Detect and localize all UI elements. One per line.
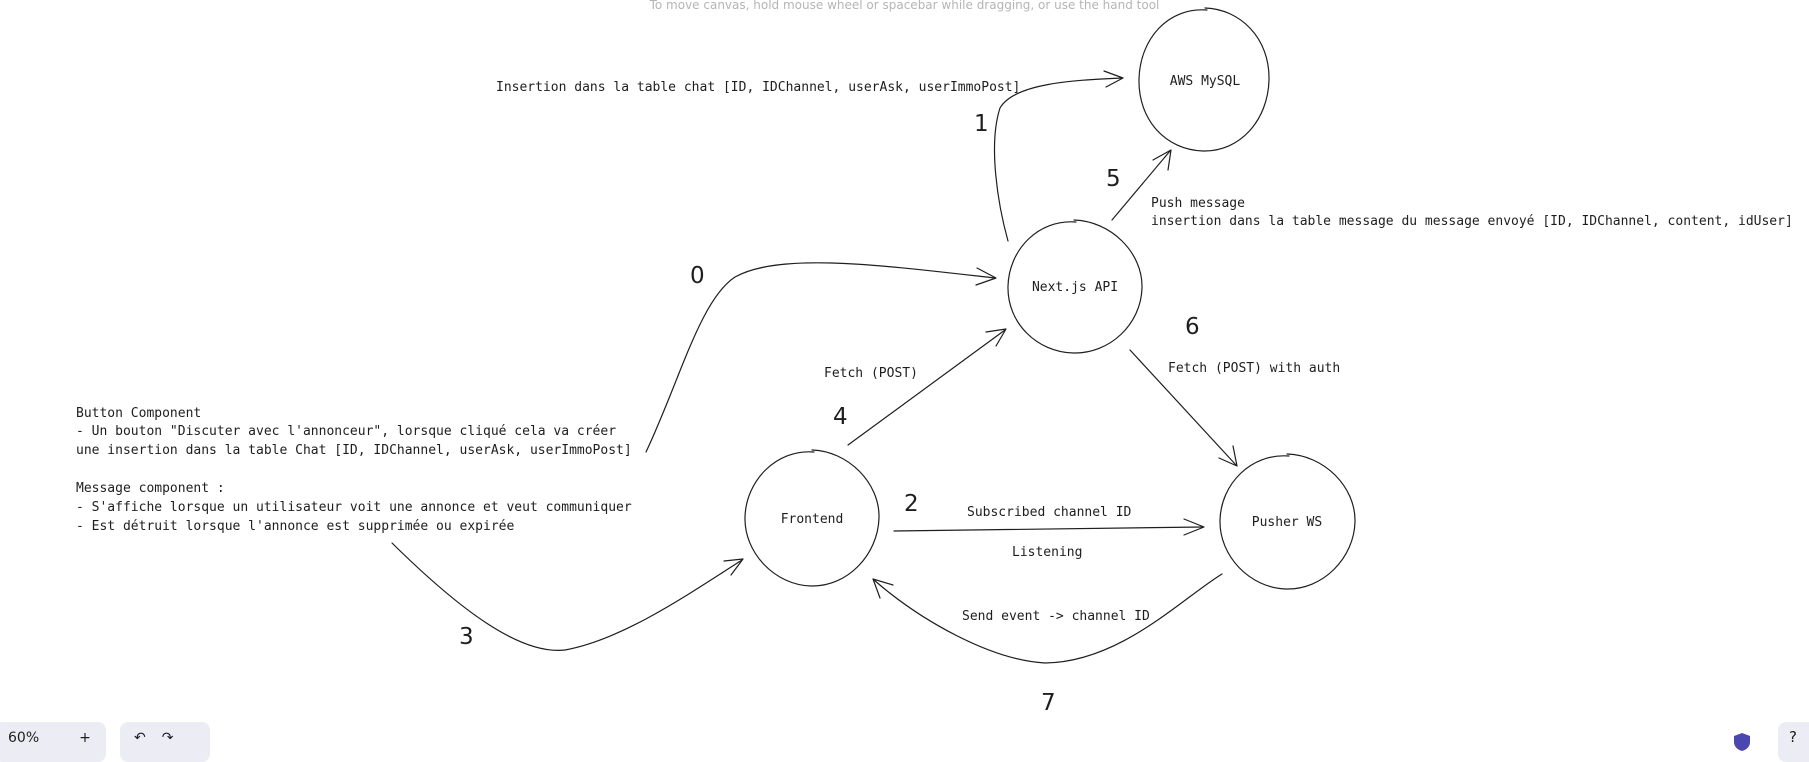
label-fetch-post: Fetch (POST)	[824, 366, 918, 381]
node-frontend-circle	[744, 449, 880, 587]
label-push-message: Push message	[1151, 196, 1245, 211]
diagram-canvas[interactable]: AWS MySQL Next.js API Frontend Pusher WS	[0, 0, 1809, 744]
note-line: - Un bouton "Discuter avec l'annonceur",…	[76, 424, 616, 439]
step-number: 2	[904, 491, 919, 517]
label-listening: Listening	[1012, 545, 1082, 560]
help-button[interactable]: ?	[1778, 722, 1809, 762]
arrow-2[interactable]	[893, 518, 1205, 536]
zoom-toolbar: 60% +	[0, 722, 106, 762]
step-number: 0	[690, 263, 705, 289]
arrow-7[interactable]	[872, 573, 1223, 664]
arrow-5[interactable]	[1111, 149, 1172, 221]
canvas-hint: To move canvas, hold mouse wheel or spac…	[649, 0, 1160, 12]
node-pusher-circle	[1219, 453, 1356, 590]
node-aws-circle	[1138, 7, 1270, 152]
step-number: 7	[1041, 690, 1056, 716]
undo-button[interactable]: ↶	[134, 730, 146, 746]
arrow-4[interactable]	[847, 328, 1007, 446]
label-send-event: Send event -> channel ID	[962, 609, 1150, 624]
node-next-circle	[1007, 219, 1143, 354]
label-insert-message: insertion dans la table message du messa…	[1151, 214, 1793, 229]
node-next-label: Next.js API	[1032, 280, 1118, 295]
step-number: 6	[1185, 314, 1200, 340]
arrow-0[interactable]	[645, 262, 997, 453]
note-line: - Est détruit lorsque l'annonce est supp…	[76, 519, 514, 534]
label-subscribed: Subscribed channel ID	[967, 505, 1132, 520]
shield-icon[interactable]	[1733, 732, 1751, 752]
node-frontend[interactable]: Frontend	[744, 449, 880, 587]
arrow-3[interactable]	[391, 542, 744, 651]
step-number: 3	[459, 624, 474, 650]
label-fetch-post-auth: Fetch (POST) with auth	[1168, 361, 1340, 376]
node-aws-label: AWS MySQL	[1170, 74, 1241, 89]
zoom-value[interactable]: 60%	[8, 730, 40, 746]
note-line: Button Component	[76, 406, 201, 421]
note-line: une insertion dans la table Chat [ID, ID…	[76, 443, 632, 458]
step-number: 5	[1106, 166, 1121, 192]
node-pusher-ws[interactable]: Pusher WS	[1219, 453, 1356, 590]
zoom-in-button[interactable]: +	[79, 730, 91, 746]
help-icon: ?	[1789, 728, 1797, 746]
node-frontend-label: Frontend	[781, 512, 844, 527]
note-button-component[interactable]: Button Component - Un bouton "Discuter a…	[76, 406, 632, 458]
node-next-api[interactable]: Next.js API	[1007, 219, 1143, 354]
step-number: 1	[974, 111, 989, 137]
undo-redo-toolbar: ↶ ↷	[120, 722, 210, 762]
step-number: 4	[833, 404, 848, 430]
note-line: - S'affiche lorsque un utilisateur voit …	[76, 500, 632, 515]
node-aws-mysql[interactable]: AWS MySQL	[1138, 7, 1270, 152]
arrow-6[interactable]	[1129, 349, 1238, 467]
arrow-1[interactable]	[993, 70, 1124, 242]
label-insert-chat: Insertion dans la table chat [ID, IDChan…	[496, 80, 1020, 95]
note-line: Message component :	[76, 481, 225, 496]
redo-button[interactable]: ↷	[161, 730, 174, 746]
note-message-component[interactable]: Message component : - S'affiche lorsque …	[76, 481, 632, 534]
node-pusher-label: Pusher WS	[1252, 515, 1322, 530]
